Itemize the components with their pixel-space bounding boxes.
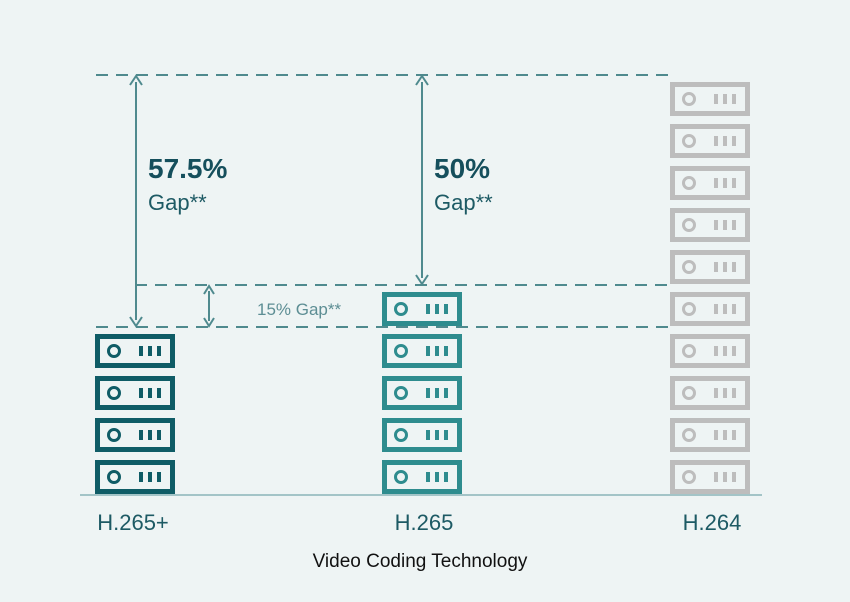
server-unit-icon [670, 166, 750, 200]
server-unit-icon [670, 208, 750, 242]
server-unit-icon [382, 418, 462, 452]
server-unit-icon [382, 460, 462, 494]
category-label-h265plus: H.265+ [97, 510, 169, 535]
server-unit-icon [95, 334, 175, 368]
gap-label-h265plus-word: Gap** [148, 190, 207, 215]
server-unit-icon [670, 376, 750, 410]
server-unit-icon [670, 82, 750, 116]
server-unit-icon [670, 334, 750, 368]
server-unit-icon [382, 292, 462, 326]
gap-label-h265-word: Gap** [434, 190, 493, 215]
category-label-h265: H.265 [394, 510, 454, 535]
server-unit-icon [670, 124, 750, 158]
server-unit-icon [670, 418, 750, 452]
server-unit-icon [95, 376, 175, 410]
server-unit-icon [95, 418, 175, 452]
server-unit-icon [670, 292, 750, 326]
category-label-h264: H.264 [682, 510, 742, 535]
bar-h-265- [95, 334, 175, 494]
gap-label-small: 15% Gap** [257, 300, 342, 319]
bar-h-265 [382, 292, 462, 494]
server-unit-icon [382, 334, 462, 368]
gap-arrow-small [203, 284, 215, 328]
server-unit-icon [95, 460, 175, 494]
gap-label-h265plus-value: 57.5% [148, 153, 228, 184]
server-unit-icon [382, 376, 462, 410]
gap-arrow-h265plus [129, 74, 143, 328]
server-unit-icon [670, 250, 750, 284]
x-axis-label: Video Coding Technology [312, 551, 528, 572]
gap-label-h265-value: 50% [434, 153, 491, 184]
bar-h-264 [670, 82, 750, 494]
server-unit-icon [670, 460, 750, 494]
gap-arrow-h265 [415, 74, 429, 286]
